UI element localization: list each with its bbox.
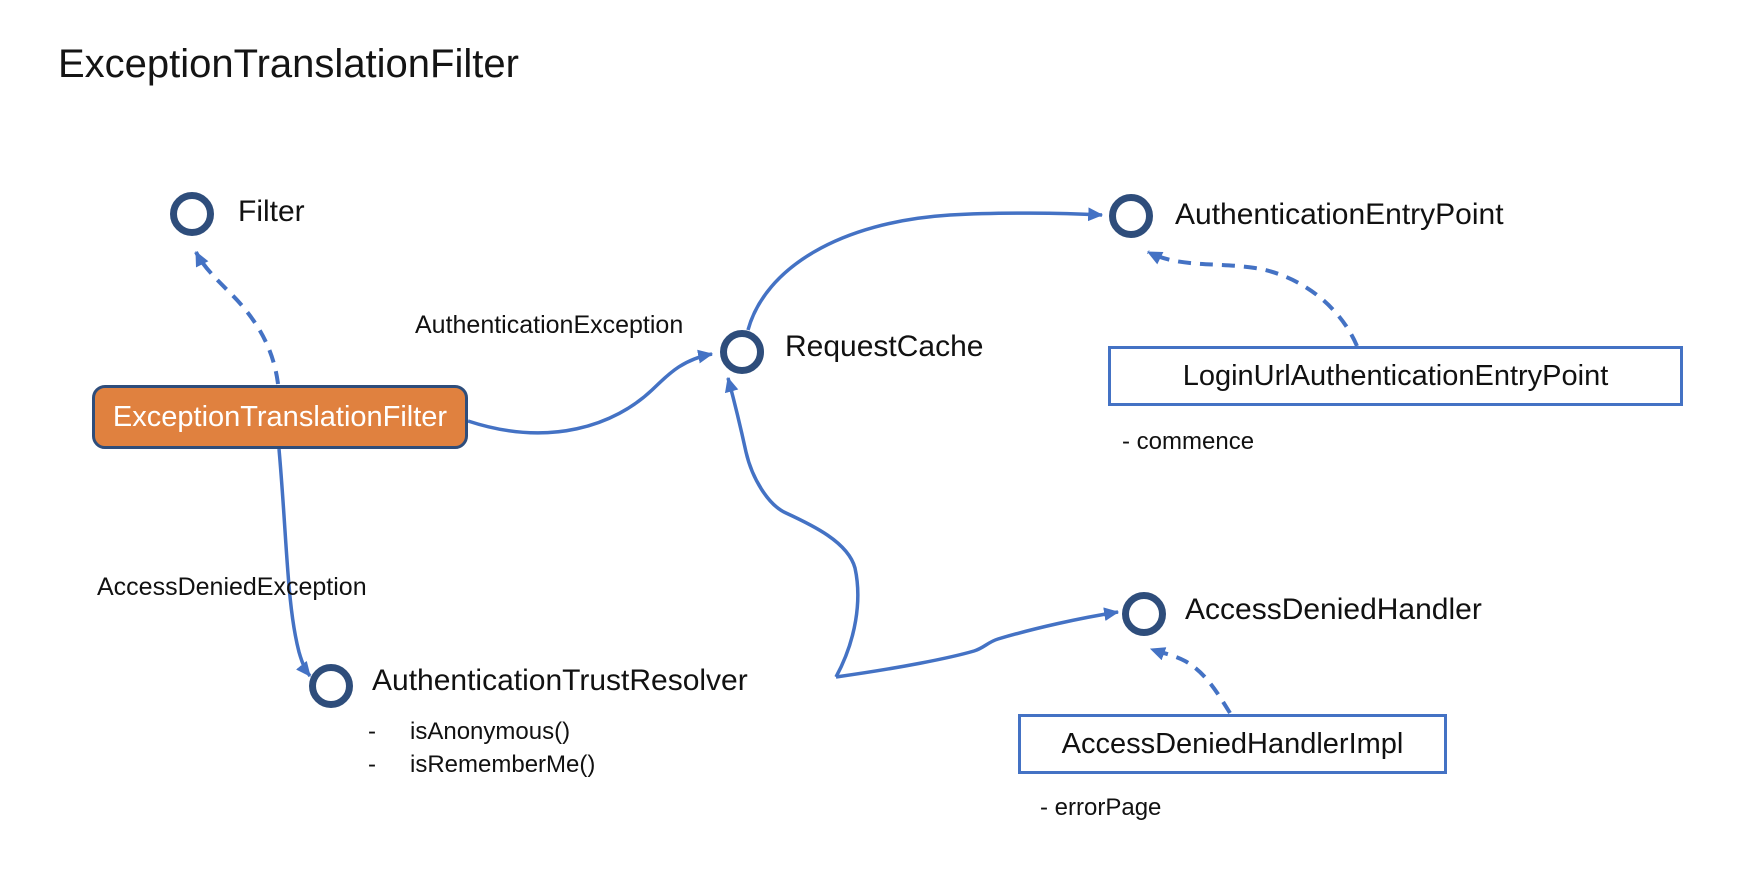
attribute-commence: - commence (1122, 428, 1255, 455)
method-is-remember-me: isRememberMe() (410, 751, 596, 778)
node-label-authentication-entry-point: AuthenticationEntryPoint (1175, 198, 1504, 231)
diagram-title: ExceptionTranslationFilter (58, 42, 519, 86)
bullet-dash: - (368, 751, 376, 778)
impl-box-login-url-label: LoginUrlAuthenticationEntryPoint (1182, 359, 1609, 392)
impl-box-login-url-authentication-entry-point: LoginUrlAuthenticationEntryPoint (1108, 346, 1683, 406)
interface-circle-filter (170, 192, 214, 236)
attribute-error-page: - errorPage (1040, 794, 1162, 821)
impl-box-adh-impl-label: AccessDeniedHandlerImpl (1061, 727, 1404, 760)
interface-circle-request-cache (720, 330, 764, 374)
edge-label-authentication-exception: AuthenticationException (415, 311, 684, 339)
edge-mainbox-to-filter-dashed (194, 250, 280, 385)
edge-mainbox-to-requestcache (467, 349, 714, 435)
edge-trustresolver-to-requestcache (724, 376, 860, 678)
node-label-authentication-trust-resolver: AuthenticationTrustResolver (372, 664, 748, 697)
bullet-dash: - (368, 718, 376, 745)
node-label-request-cache: RequestCache (785, 330, 984, 363)
interface-circle-authentication-trust-resolver (309, 664, 353, 708)
interface-circle-access-denied-handler (1122, 592, 1166, 636)
class-box-label: ExceptionTranslationFilter (112, 400, 448, 433)
node-label-filter: Filter (238, 195, 305, 228)
interface-circle-authentication-entry-point (1109, 194, 1153, 238)
edge-trustresolver-to-accessdeniedhandler (835, 607, 1120, 679)
edge-adhimpl-to-accessdeniedhandler-dashed (1149, 647, 1232, 715)
method-list: - isAnonymous() - isRememberMe() (368, 718, 595, 779)
impl-box-access-denied-handler-impl: AccessDeniedHandlerImpl (1018, 714, 1447, 774)
edge-requestcache-to-entrypoint (746, 207, 1104, 331)
class-box-exception-translation-filter: ExceptionTranslationFilter (92, 385, 468, 449)
edge-mainbox-to-trustresolver (277, 448, 312, 678)
method-is-anonymous: isAnonymous() (410, 718, 571, 745)
method-item: - isAnonymous() (368, 718, 595, 746)
edge-loginurl-to-entrypoint-dashed (1146, 250, 1359, 347)
node-label-access-denied-handler: AccessDeniedHandler (1185, 593, 1482, 626)
method-item: - isRememberMe() (368, 751, 595, 779)
edge-label-access-denied-exception: AccessDeniedException (97, 573, 367, 601)
